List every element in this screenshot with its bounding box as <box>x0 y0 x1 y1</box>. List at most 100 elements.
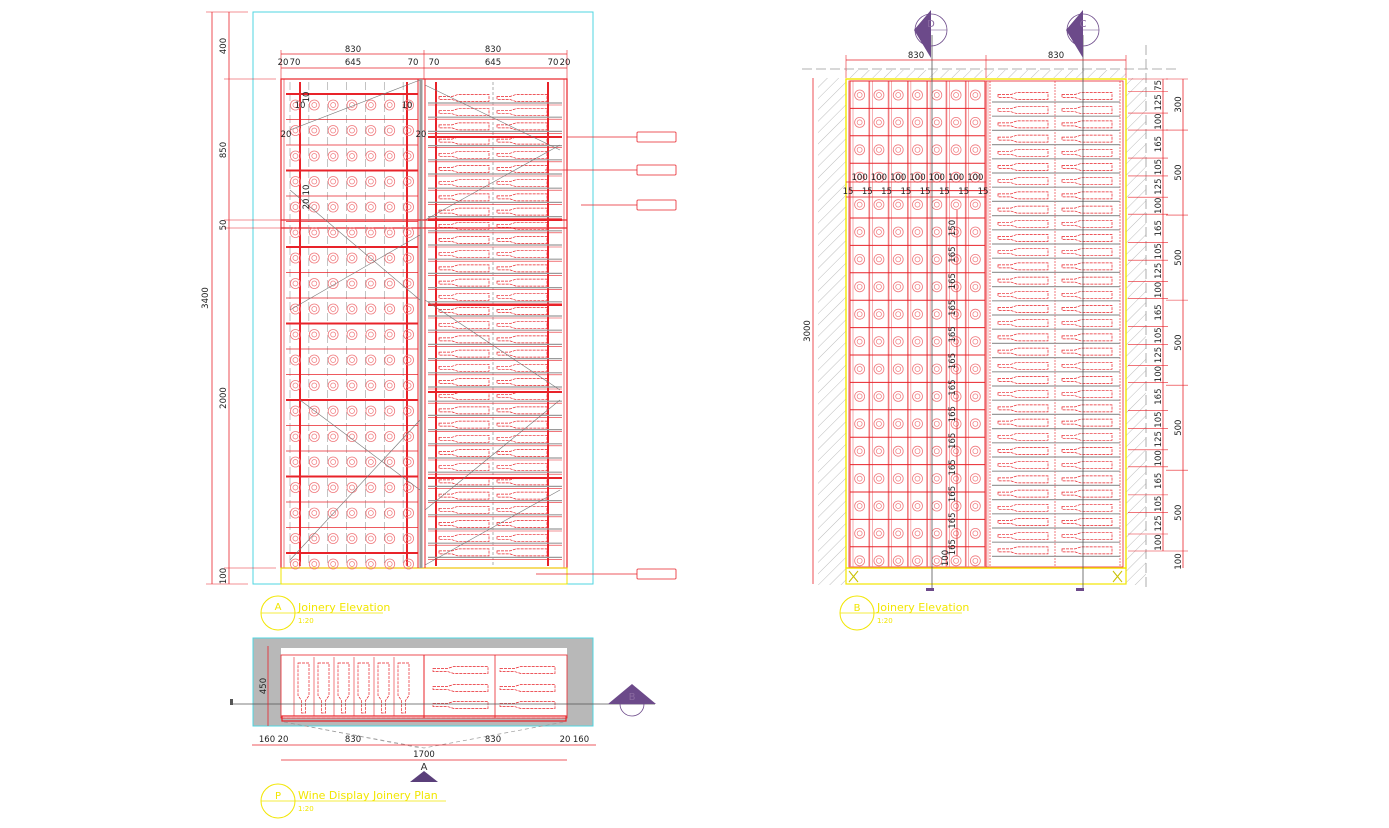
bottle-icon <box>438 349 490 358</box>
bottle-icon <box>1061 347 1113 356</box>
bottle-end-icon <box>403 533 414 544</box>
dim-cell-height: 165 <box>948 433 958 449</box>
dim-rack-group: 500 <box>1174 249 1184 265</box>
dim-rack-height: 75 <box>1154 80 1164 91</box>
section-marker-d[interactable]: D <box>914 10 948 58</box>
dim-cell-width: 100 <box>852 173 868 183</box>
dim-height-seg: 850 <box>219 142 229 158</box>
dim-sub: 645 <box>345 58 361 68</box>
bottle-icon <box>496 434 548 443</box>
bottle-icon <box>997 390 1049 399</box>
bottle-icon <box>438 406 490 415</box>
bottle-end-icon <box>327 380 339 391</box>
bottle-end-icon <box>969 555 981 567</box>
dim-height-seg: 100 <box>219 568 229 584</box>
bottle-end-icon <box>931 445 943 457</box>
glass-reflection <box>424 299 561 391</box>
bottle-end-icon <box>969 253 981 265</box>
bottle-end-icon <box>969 199 981 211</box>
dim-rack-height: 105 <box>1154 327 1164 343</box>
dim-inner: 20 <box>302 199 312 210</box>
dim-cell-height: 150 <box>948 220 958 236</box>
bottle-icon <box>1061 319 1113 328</box>
bottle-end-icon <box>854 281 866 293</box>
bottle-end-icon <box>403 405 414 417</box>
dim-cell-width: 100 <box>929 173 945 183</box>
bottle-end-icon <box>346 533 358 544</box>
dim-cell-width: 100 <box>967 173 983 183</box>
dim-cell-gap: 15 <box>900 187 911 197</box>
dim-overall-height: 3400 <box>201 287 211 309</box>
bottle-icon <box>1061 361 1113 370</box>
bottle-end-icon <box>912 117 923 128</box>
dim-inner: 20 <box>416 130 427 140</box>
bottle-end-icon <box>892 199 904 211</box>
bottle-icon <box>438 449 490 457</box>
bottle-icon <box>997 120 1049 129</box>
bottle-icon <box>1061 92 1113 100</box>
bottle-icon <box>438 307 490 315</box>
section-marker-c[interactable]: C <box>1066 10 1100 58</box>
bottle-icon <box>496 193 548 202</box>
dim-cell-width: 100 <box>909 173 925 183</box>
plan-bottles <box>293 657 556 716</box>
bottle-icon <box>997 503 1049 512</box>
bottle-end-icon <box>969 226 981 238</box>
bottle-icon <box>438 165 490 173</box>
bottle-end-icon <box>365 150 377 162</box>
bottle-icon <box>337 662 350 714</box>
bottle-icon <box>997 92 1049 100</box>
bottle-icon <box>496 236 548 244</box>
bottle-icon <box>1061 148 1113 157</box>
bottle-icon <box>438 207 490 216</box>
bottle-end-icon <box>308 482 320 493</box>
bottle-end-icon <box>290 482 301 493</box>
bottle-end-icon <box>308 252 320 264</box>
dim-rack-height: 100 <box>1154 450 1164 466</box>
dim-rack-group: 500 <box>1174 335 1184 351</box>
bottle-end-icon <box>384 354 396 366</box>
bottle-end-icon <box>912 89 923 101</box>
bottle-end-icon <box>854 308 866 320</box>
bottle-end-icon <box>854 199 866 211</box>
bottle-icon <box>438 264 490 273</box>
bottle-end-icon <box>403 354 414 366</box>
bottle-icon <box>1061 475 1113 484</box>
bottle-end-icon <box>384 533 396 544</box>
bottle-icon <box>438 420 490 429</box>
glass-reflection <box>424 144 561 221</box>
dim-sub: 645 <box>485 58 501 68</box>
bottle-end-icon <box>346 405 358 417</box>
bottle-icon <box>438 122 490 131</box>
bottle-end-icon <box>892 445 904 457</box>
section-marker-a[interactable]: A <box>410 762 438 782</box>
bottle-end-icon <box>969 500 981 512</box>
bottle-end-icon <box>969 363 981 375</box>
plinth-b <box>845 567 1127 585</box>
bottle-icon <box>1061 191 1113 200</box>
bottle-end-icon <box>327 150 339 162</box>
bottle-icon <box>496 207 548 216</box>
bottle-end-icon <box>892 281 904 293</box>
dim-sub: 70 <box>290 58 301 68</box>
bottle-icon <box>432 666 489 674</box>
bottle-end-icon <box>892 226 904 238</box>
bottle-end-icon <box>912 281 923 293</box>
dim-plan: 20 <box>278 735 289 745</box>
bottle-end-icon <box>308 329 320 340</box>
glass-reflection <box>424 489 561 566</box>
bottle-end-icon <box>931 226 943 238</box>
section-marker-b[interactable]: B <box>608 684 656 717</box>
bottle-end-icon <box>384 507 396 519</box>
bottle-end-icon <box>308 227 320 238</box>
bottle-icon <box>496 449 548 457</box>
dim-rack-group: 500 <box>1174 164 1184 180</box>
bottle-end-icon <box>290 125 301 136</box>
svg-text:B: B <box>629 692 636 703</box>
bottle-icon <box>438 363 490 372</box>
bottle-end-icon <box>950 199 962 211</box>
bottle-end-icon <box>308 278 320 289</box>
bottle-end-icon <box>384 201 396 213</box>
bottle-end-icon <box>892 528 904 539</box>
